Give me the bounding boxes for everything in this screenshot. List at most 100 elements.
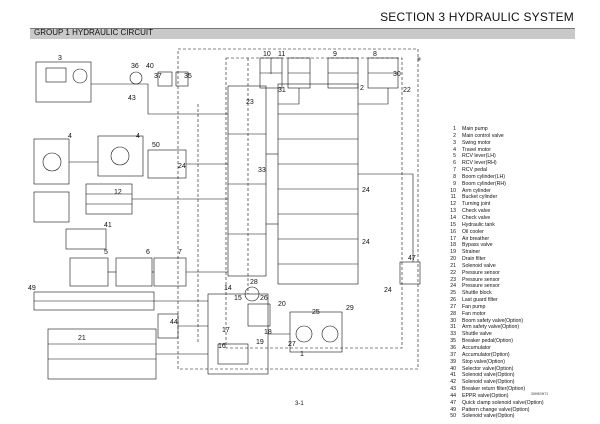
- callout-28: 28: [250, 279, 258, 286]
- callout-40: 40: [146, 63, 154, 70]
- legend-text: Swing motor: [462, 139, 491, 146]
- legend-number: 17: [450, 235, 456, 242]
- legend-number: 36: [450, 345, 456, 351]
- legend-number: 33: [450, 331, 456, 338]
- legend-text: Strainer: [462, 249, 481, 256]
- legend-text: Boom safety valve(Option): [462, 317, 524, 324]
- legend-row: 14 Check valve: [437, 215, 587, 222]
- callout-27: 27: [288, 341, 296, 348]
- group-title: GROUP 1 HYDRAULIC CIRCUIT: [34, 28, 153, 37]
- legend-text: Oil cooler: [462, 228, 484, 235]
- callout-10: 10: [263, 51, 271, 58]
- callout-4-left: 4: [68, 133, 72, 140]
- callout-30: 30: [393, 71, 401, 78]
- legend-number: 47: [450, 399, 456, 406]
- legend-text: Breaker return filter(Option): [462, 386, 526, 393]
- legend-row: 11 Bucket cylinder: [437, 194, 587, 201]
- legend-text: Fan motor: [462, 310, 486, 317]
- legend-number: 11: [450, 194, 456, 201]
- legend-number: 4: [453, 146, 456, 153]
- legend-number: 41: [450, 372, 456, 379]
- legend-text: Solenoid valve(Option): [462, 413, 515, 420]
- legend-number: 44: [450, 392, 456, 399]
- legend-text: EPPR valve(Option): [462, 392, 509, 399]
- legend-number: 23: [450, 276, 456, 283]
- callout-11: 11: [278, 51, 285, 58]
- callout-16: 16: [218, 343, 226, 350]
- legend-number: 7: [453, 167, 456, 174]
- callout-26: 26: [260, 295, 268, 302]
- callout-19: 19: [256, 339, 264, 346]
- legend-row: 20 Drain filter: [437, 256, 587, 263]
- callout-43: 43: [128, 95, 136, 102]
- legend-number: 9: [453, 180, 456, 187]
- group-header-bar: GROUP 1 HYDRAULIC CIRCUIT: [30, 28, 575, 39]
- legend-text: Solenoid valve(Option): [462, 379, 515, 386]
- legend-number: 14: [450, 214, 456, 221]
- legend-text: Hydraulic tank: [462, 221, 495, 228]
- legend-text: Breaker pedal(Option): [462, 338, 514, 345]
- callout-31: 31: [278, 87, 286, 94]
- callout-33: 33: [258, 167, 266, 174]
- legend-row: 41 Solenoid valve(Option): [437, 372, 587, 379]
- callout-17: 17: [222, 327, 230, 334]
- callout-5: 5: [104, 249, 108, 256]
- legend-row: 24 Pressure sensor: [437, 283, 587, 290]
- legend-number: 24: [450, 283, 456, 290]
- callout-24-c: 24: [362, 239, 370, 246]
- legend-text: Solenoid valve: [462, 262, 496, 269]
- callout-37: 37: [154, 73, 162, 80]
- legend-text: Pressure sensor: [462, 283, 500, 290]
- callout-21: 21: [78, 335, 86, 342]
- callout-8: 8: [373, 51, 377, 58]
- legend-number: 16: [450, 228, 456, 235]
- legend-text: Boom cylinder(LH): [462, 173, 505, 180]
- document-code: 30H5SH71: [531, 392, 549, 396]
- legend-text: Quick clamp solenoid valve(Option): [462, 399, 544, 406]
- callout-3: 3: [58, 55, 62, 62]
- legend-text: Bucket cylinder: [462, 194, 498, 201]
- callout-6: 6: [146, 249, 150, 256]
- callout-15: 15: [234, 295, 242, 302]
- legend-text: Drain filter: [462, 256, 486, 263]
- legend-text: Solenoid valve(Option): [462, 372, 515, 379]
- callout-14: 14: [224, 285, 232, 292]
- legend-text: Bypass valve: [462, 242, 493, 249]
- callout-24-a: 24: [178, 163, 186, 170]
- callout-29: 29: [346, 305, 354, 312]
- legend-number: 22: [450, 269, 456, 276]
- legend-number: 20: [450, 256, 456, 263]
- legend-text: Boom cylinder(RH): [462, 180, 506, 187]
- legend-row: 19 Strainer: [437, 249, 587, 256]
- legend-text: Arm safety valve(Option): [462, 324, 520, 331]
- legend-number: 19: [450, 249, 456, 256]
- legend-number: 25: [450, 290, 456, 297]
- callout-23: 23: [246, 99, 254, 106]
- legend-text: Main control valve: [462, 132, 504, 139]
- callout-36: 36: [131, 63, 139, 70]
- legend-text: Selector valve(Option): [462, 365, 514, 372]
- legend-text: RCV lever(RH): [462, 160, 497, 167]
- page-number: 3-1: [295, 401, 304, 407]
- legend-text: Check valve: [462, 214, 491, 221]
- legend-number: 31: [450, 324, 456, 331]
